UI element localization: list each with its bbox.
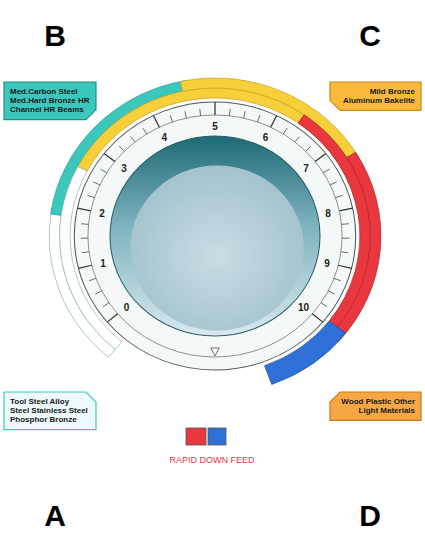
scale-number: 5	[212, 121, 218, 132]
corner-letter: A	[44, 499, 66, 533]
scale-tick	[81, 223, 88, 225]
scale-number: 10	[298, 301, 309, 312]
scale-tick	[283, 128, 287, 134]
rapid-feed-label: RAPID DOWN FEED	[169, 455, 254, 465]
scale-tick	[330, 182, 337, 185]
scale-number: 2	[99, 208, 105, 219]
scale-tick	[335, 195, 342, 197]
scale-number: 6	[263, 132, 269, 143]
corner-letter: B	[44, 19, 66, 53]
scale-number: 9	[324, 257, 330, 268]
scale-tick	[334, 278, 341, 280]
scale-number: 0	[124, 301, 130, 312]
scale-tick	[341, 251, 348, 253]
scale-number: 7	[303, 163, 309, 174]
material-list: Mild Bronze Aluminum Bakelite	[336, 87, 415, 105]
material-list: Tool Steel Alloy Steel Stainless Steel P…	[10, 397, 90, 425]
scale-tick	[342, 238, 349, 239]
scale-tick	[88, 195, 95, 197]
scale-number: 4	[162, 132, 168, 143]
scale-tick	[257, 115, 259, 122]
scale-tick	[153, 116, 159, 128]
scale-tick	[170, 115, 172, 122]
knob-face	[131, 166, 303, 330]
scale-ring	[74, 102, 355, 370]
box-shape	[330, 392, 421, 420]
scale-tick	[199, 109, 201, 116]
scale-ring-inner	[88, 115, 342, 357]
scale-tick	[229, 109, 231, 116]
scale-tick	[339, 208, 352, 211]
material-box: Wood Plastic Other Light Materials	[330, 392, 421, 420]
scale-tick	[77, 208, 90, 211]
scale-tick	[185, 111, 187, 118]
corner-letter: D	[359, 499, 381, 533]
scale-tick	[119, 146, 124, 151]
scale-tick	[328, 291, 335, 294]
rapid-blue-swatch	[208, 428, 226, 445]
scale-tick	[93, 182, 100, 185]
material-list: Wood Plastic Other Light Materials	[336, 397, 415, 415]
scale-tick	[95, 291, 102, 294]
scale-tick	[100, 169, 106, 173]
scale-tick	[321, 303, 327, 307]
material-box: Tool Steel Alloy Steel Stainless Steel P…	[4, 392, 96, 430]
scale-tick	[338, 265, 351, 268]
rapid-red-swatch	[186, 428, 206, 445]
knob	[110, 136, 320, 336]
dial-face	[49, 78, 381, 384]
scale-tick	[295, 137, 300, 142]
scale-tick	[143, 128, 147, 134]
corner-letter: C	[359, 19, 381, 53]
scale-tick	[107, 314, 117, 322]
box-shape	[4, 82, 96, 120]
scale-tick	[341, 223, 348, 225]
scale-tick	[214, 102, 215, 115]
scale-tick	[315, 154, 326, 162]
scale-number: 1	[100, 257, 106, 268]
scale-tick	[81, 238, 88, 239]
scale-number: 3	[121, 163, 127, 174]
scale-tick	[323, 169, 329, 173]
scale-tick	[104, 154, 115, 162]
material-box: Mild Bronze Aluminum Bakelite	[330, 82, 421, 110]
material-list: Med.Carbon Steel Med.Hard Bronze HR Chan…	[10, 87, 90, 115]
scale-tick	[103, 303, 109, 307]
scale-number: 8	[325, 208, 331, 219]
scale-tick	[312, 314, 322, 322]
scale-tick	[306, 146, 311, 151]
pointer-mark	[211, 348, 219, 356]
box-shape	[330, 82, 421, 110]
scale-tick	[271, 116, 277, 128]
scale-tick	[130, 137, 135, 142]
scale-tick	[89, 278, 96, 280]
scale-tick	[78, 265, 91, 268]
material-box: Med.Carbon Steel Med.Hard Bronze HR Chan…	[4, 82, 96, 120]
box-shape	[4, 392, 96, 430]
scale-tick	[244, 111, 246, 118]
scale-tick	[82, 251, 89, 253]
